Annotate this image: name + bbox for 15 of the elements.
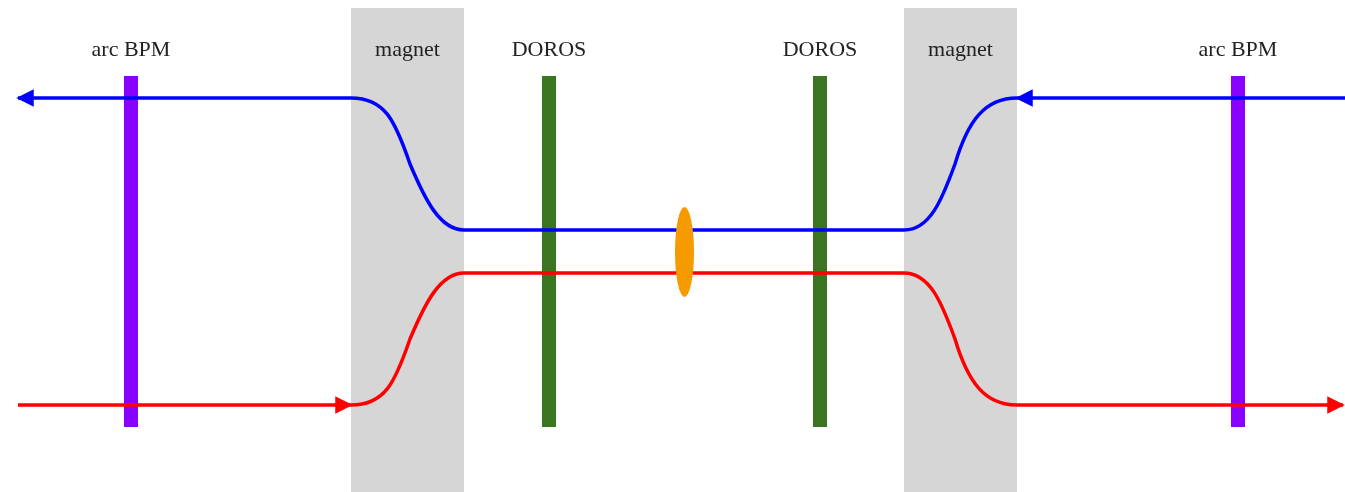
beam-arrow [18, 396, 353, 414]
text-label: DOROS [782, 38, 858, 60]
text-label: arc BPM [91, 38, 171, 60]
beam-arrow [1017, 396, 1345, 414]
magnet-band [904, 8, 1017, 492]
beam-arrow [1015, 89, 1345, 107]
text-label: magnet [375, 38, 440, 60]
interaction-point-ellipse [675, 207, 694, 297]
beam-path [350, 96, 1018, 232]
text-label: DOROS [511, 38, 587, 60]
magnet-band [351, 8, 464, 492]
text-label: arc BPM [1198, 38, 1278, 60]
beam-path [350, 271, 1018, 407]
beam-arrow [16, 89, 351, 107]
text-label: magnet [928, 38, 993, 60]
